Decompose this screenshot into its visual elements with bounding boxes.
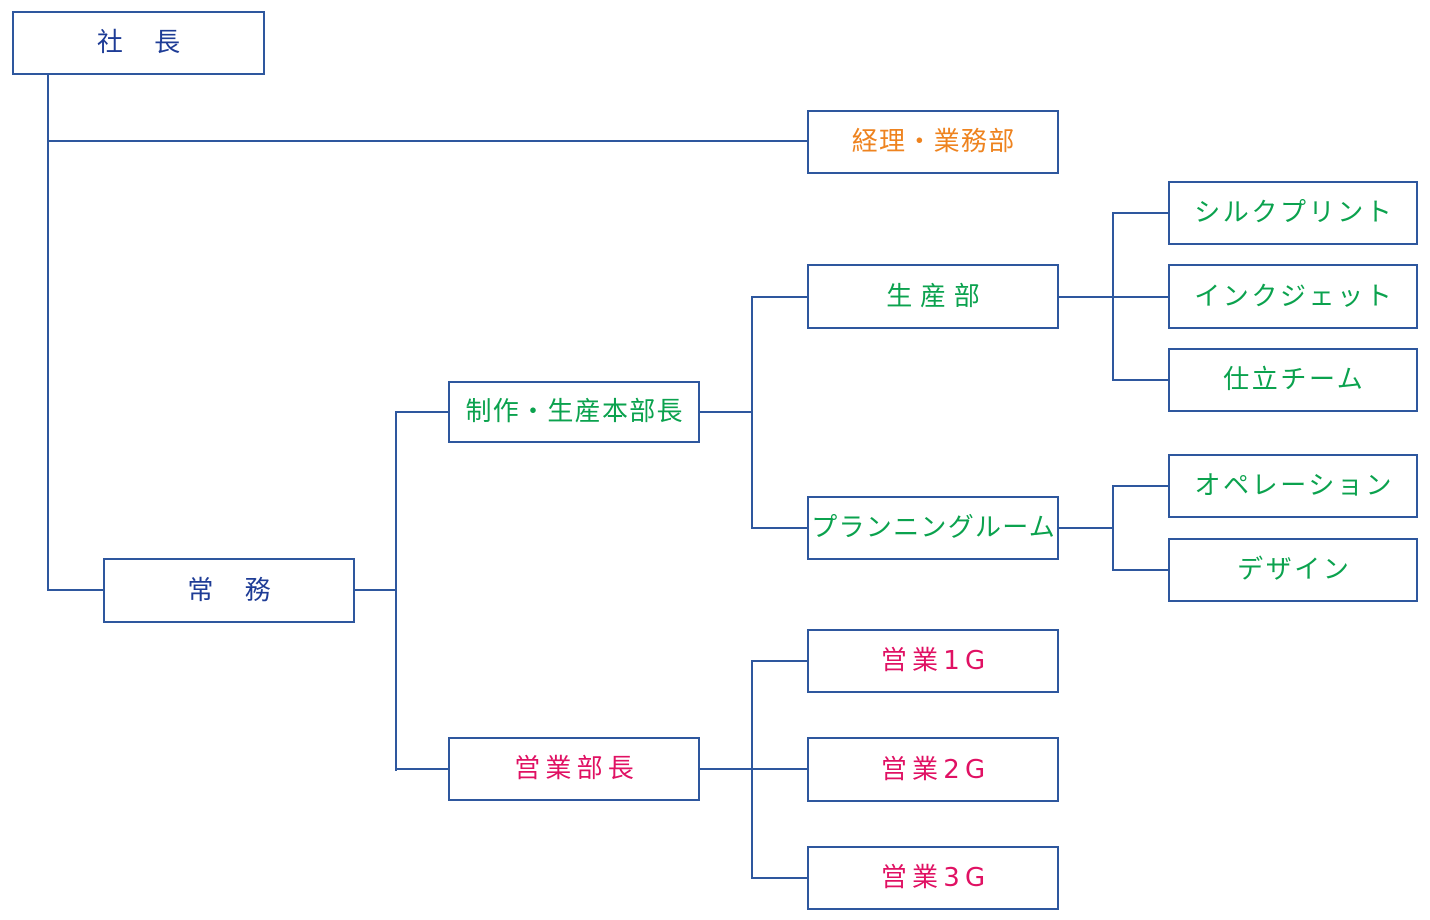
node-sales-director-label: 営業部長 bbox=[514, 754, 639, 784]
node-sales-group-3-label: 営業3G bbox=[880, 863, 991, 893]
connector-to-planning-room bbox=[751, 527, 809, 529]
node-production-hq-director-label: 制作・生産本部長 bbox=[465, 397, 684, 427]
node-inkjet-label: インクジェット bbox=[1194, 281, 1395, 312]
node-sales-group-2-label: 営業2G bbox=[880, 754, 991, 785]
connector-to-design bbox=[1112, 569, 1168, 571]
node-production-dept-label: 生産部 bbox=[886, 281, 988, 312]
node-design-label: デザイン bbox=[1237, 555, 1352, 585]
node-sales-group-1: 営業1G bbox=[807, 629, 1059, 693]
connector-to-sales-group-1 bbox=[751, 660, 809, 662]
connector-hq-trunk bbox=[751, 296, 753, 529]
node-president-label: 社 長 bbox=[96, 28, 183, 58]
node-inkjet: インクジェット bbox=[1168, 264, 1418, 329]
node-planning-room-label: プランニングルーム bbox=[811, 513, 1057, 543]
node-sales-group-3: 営業3G bbox=[807, 846, 1059, 910]
connector-production-trunk bbox=[1112, 212, 1114, 381]
connector-sales-trunk bbox=[751, 660, 753, 879]
connector-planning-trunk bbox=[1112, 485, 1114, 571]
node-sales-group-2: 営業2G bbox=[807, 737, 1059, 802]
node-production-dept: 生産部 bbox=[807, 264, 1059, 329]
connector-to-sales-director bbox=[395, 768, 450, 770]
connector-sales-director-to-group2 bbox=[700, 768, 807, 770]
node-silk-print: シルクプリント bbox=[1168, 181, 1418, 245]
connector-to-sales-group-3 bbox=[751, 877, 809, 879]
node-operation: オペレーション bbox=[1168, 454, 1418, 518]
node-tailoring-team-label: 仕立チーム bbox=[1223, 365, 1366, 395]
node-accounting-operations-dept: 経理・業務部 bbox=[807, 110, 1059, 174]
connector-hq-director-right bbox=[700, 411, 753, 413]
connector-president-trunk bbox=[47, 75, 49, 591]
node-managing-director: 常 務 bbox=[103, 558, 355, 623]
node-sales-group-1-label: 営業1G bbox=[880, 646, 991, 676]
node-accounting-operations-dept-label: 経理・業務部 bbox=[851, 127, 1016, 157]
connector-to-tailoring-team bbox=[1112, 379, 1168, 381]
connector-to-managing-director bbox=[47, 589, 103, 591]
connector-to-production-hq-director bbox=[395, 411, 450, 413]
connector-to-silk-print bbox=[1112, 212, 1168, 214]
node-design: デザイン bbox=[1168, 538, 1418, 602]
connector-planning-right bbox=[1059, 527, 1114, 529]
node-planning-room: プランニングルーム bbox=[807, 496, 1059, 560]
node-operation-label: オペレーション bbox=[1194, 471, 1395, 501]
node-sales-director: 営業部長 bbox=[448, 737, 700, 801]
node-production-hq-director: 制作・生産本部長 bbox=[448, 381, 700, 443]
node-president: 社 長 bbox=[12, 11, 265, 75]
connector-managing-trunk bbox=[395, 411, 397, 771]
connector-managing-director-right bbox=[355, 589, 397, 591]
node-managing-director-label: 常 務 bbox=[187, 575, 274, 606]
connector-to-operation bbox=[1112, 485, 1168, 487]
connector-to-accounting bbox=[47, 140, 807, 142]
node-silk-print-label: シルクプリント bbox=[1194, 198, 1395, 228]
node-tailoring-team: 仕立チーム bbox=[1168, 348, 1418, 412]
connector-to-production-dept bbox=[751, 296, 809, 298]
